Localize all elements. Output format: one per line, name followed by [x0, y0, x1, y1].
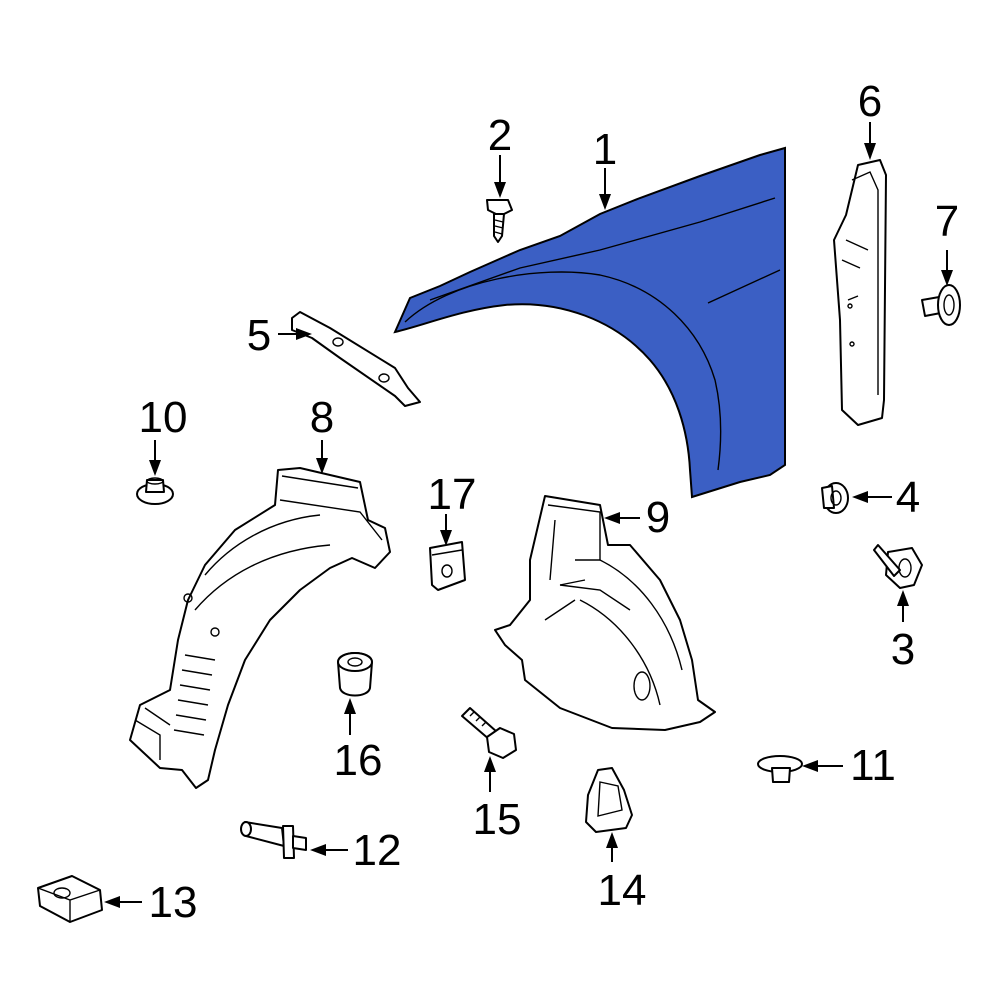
part-14-clip-retainer[interactable] [585, 767, 633, 833]
part-10-nut[interactable] [136, 477, 174, 505]
callout-1: 1 [593, 125, 617, 174]
fender-crease-line [429, 197, 776, 301]
callout-12: 12 [353, 826, 402, 875]
callout-6: 6 [858, 77, 882, 126]
callout-14: 14 [598, 866, 647, 915]
fender-rear-edge [707, 148, 786, 465]
part-5-bracket[interactable] [291, 311, 421, 407]
callout-17: 17 [428, 470, 477, 519]
callout-16: 16 [334, 736, 383, 785]
fender-arch-line [404, 271, 722, 471]
part-9-fender-liner[interactable] [494, 495, 716, 731]
callout-9: 9 [646, 493, 670, 542]
leader-arrows [104, 122, 953, 908]
part-13-speed-nut[interactable] [37, 875, 103, 923]
part-8-fender-liner[interactable] [129, 467, 391, 789]
part-4-grommet[interactable] [821, 482, 849, 514]
callout-7: 7 [935, 197, 959, 246]
callout-4: 4 [896, 473, 920, 522]
fender-panel[interactable] [393, 146, 786, 499]
callout-8: 8 [310, 393, 334, 442]
part-2-bolt[interactable] [486, 199, 513, 243]
callout-3: 3 [891, 625, 915, 674]
part-12-push-rivet[interactable] [240, 821, 307, 859]
part-7-push-pin[interactable] [921, 284, 961, 326]
callout-15: 15 [473, 795, 522, 844]
part-3-screw-clip[interactable] [873, 544, 923, 589]
callout-2: 2 [488, 111, 512, 160]
part-6-side-bracket[interactable] [833, 159, 887, 426]
part-15-bolt[interactable] [461, 707, 517, 759]
part-11-push-clip[interactable] [757, 755, 803, 783]
callout-5: 5 [247, 311, 271, 360]
part-1-fender[interactable] [393, 146, 786, 499]
part-17-clip[interactable] [429, 541, 466, 591]
callout-13: 13 [149, 878, 198, 927]
callout-labels: 1 2 3 4 5 6 7 8 9 10 11 12 13 14 15 16 1… [139, 77, 960, 927]
part-16-bushing[interactable] [337, 652, 373, 697]
callout-10: 10 [139, 393, 188, 442]
callout-11: 11 [850, 741, 896, 790]
